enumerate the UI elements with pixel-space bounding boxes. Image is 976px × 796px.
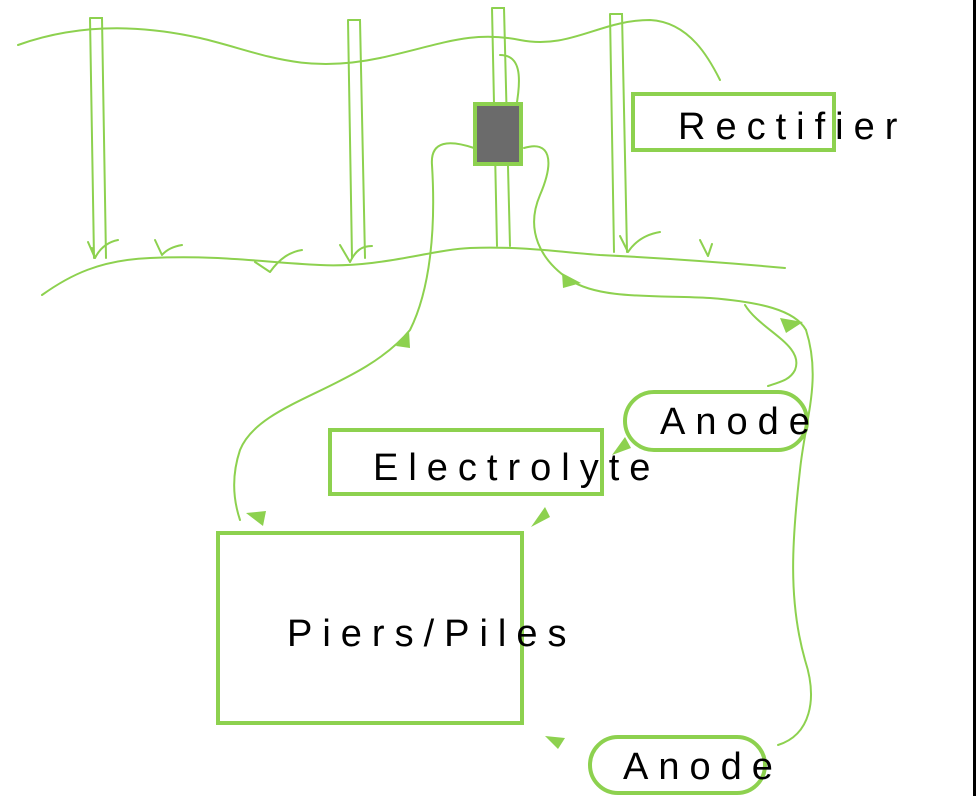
fence-post: [89, 17, 107, 259]
anode-top-label: Anode: [660, 401, 820, 443]
right-border: [973, 0, 976, 796]
bottom-anode-branch: [777, 329, 814, 746]
grass-tufts: [87, 231, 713, 273]
arrow-bottom-anode-to-piers: [545, 736, 565, 749]
electrolyte-box: [328, 428, 604, 496]
rectifier-unit: [473, 102, 523, 166]
rectifier-label: Rectifier: [678, 106, 907, 148]
electrolyte-label: Electrolyte: [373, 447, 660, 489]
arrow-electrolyte-to-piers: [531, 507, 550, 527]
anode-bottom-label: Anode: [623, 746, 783, 788]
arrow-up-return: [396, 330, 410, 348]
rectifier-to-anode-path: [523, 145, 807, 331]
arrow-to-anode-1: [562, 273, 581, 288]
fence-wire: [17, 18, 721, 81]
arrow-piers-to-return: [246, 511, 266, 526]
ground-line: [41, 246, 786, 296]
fence-post: [609, 13, 628, 253]
arrow-anode-to-electrolyte: [612, 437, 631, 455]
top-anode-branch: [744, 304, 798, 387]
piers-piles-box: [216, 531, 524, 725]
return-current-path: [233, 142, 475, 521]
piers-piles-label: Piers/Piles: [287, 613, 577, 655]
fence-to-rectifier-wire: [499, 54, 520, 109]
fence-post: [347, 19, 366, 259]
anode-bottom-box: [588, 735, 767, 795]
rectifier-label-box: [631, 92, 836, 152]
arrow-to-anode-2: [780, 318, 803, 333]
anode-top-box: [623, 390, 809, 452]
